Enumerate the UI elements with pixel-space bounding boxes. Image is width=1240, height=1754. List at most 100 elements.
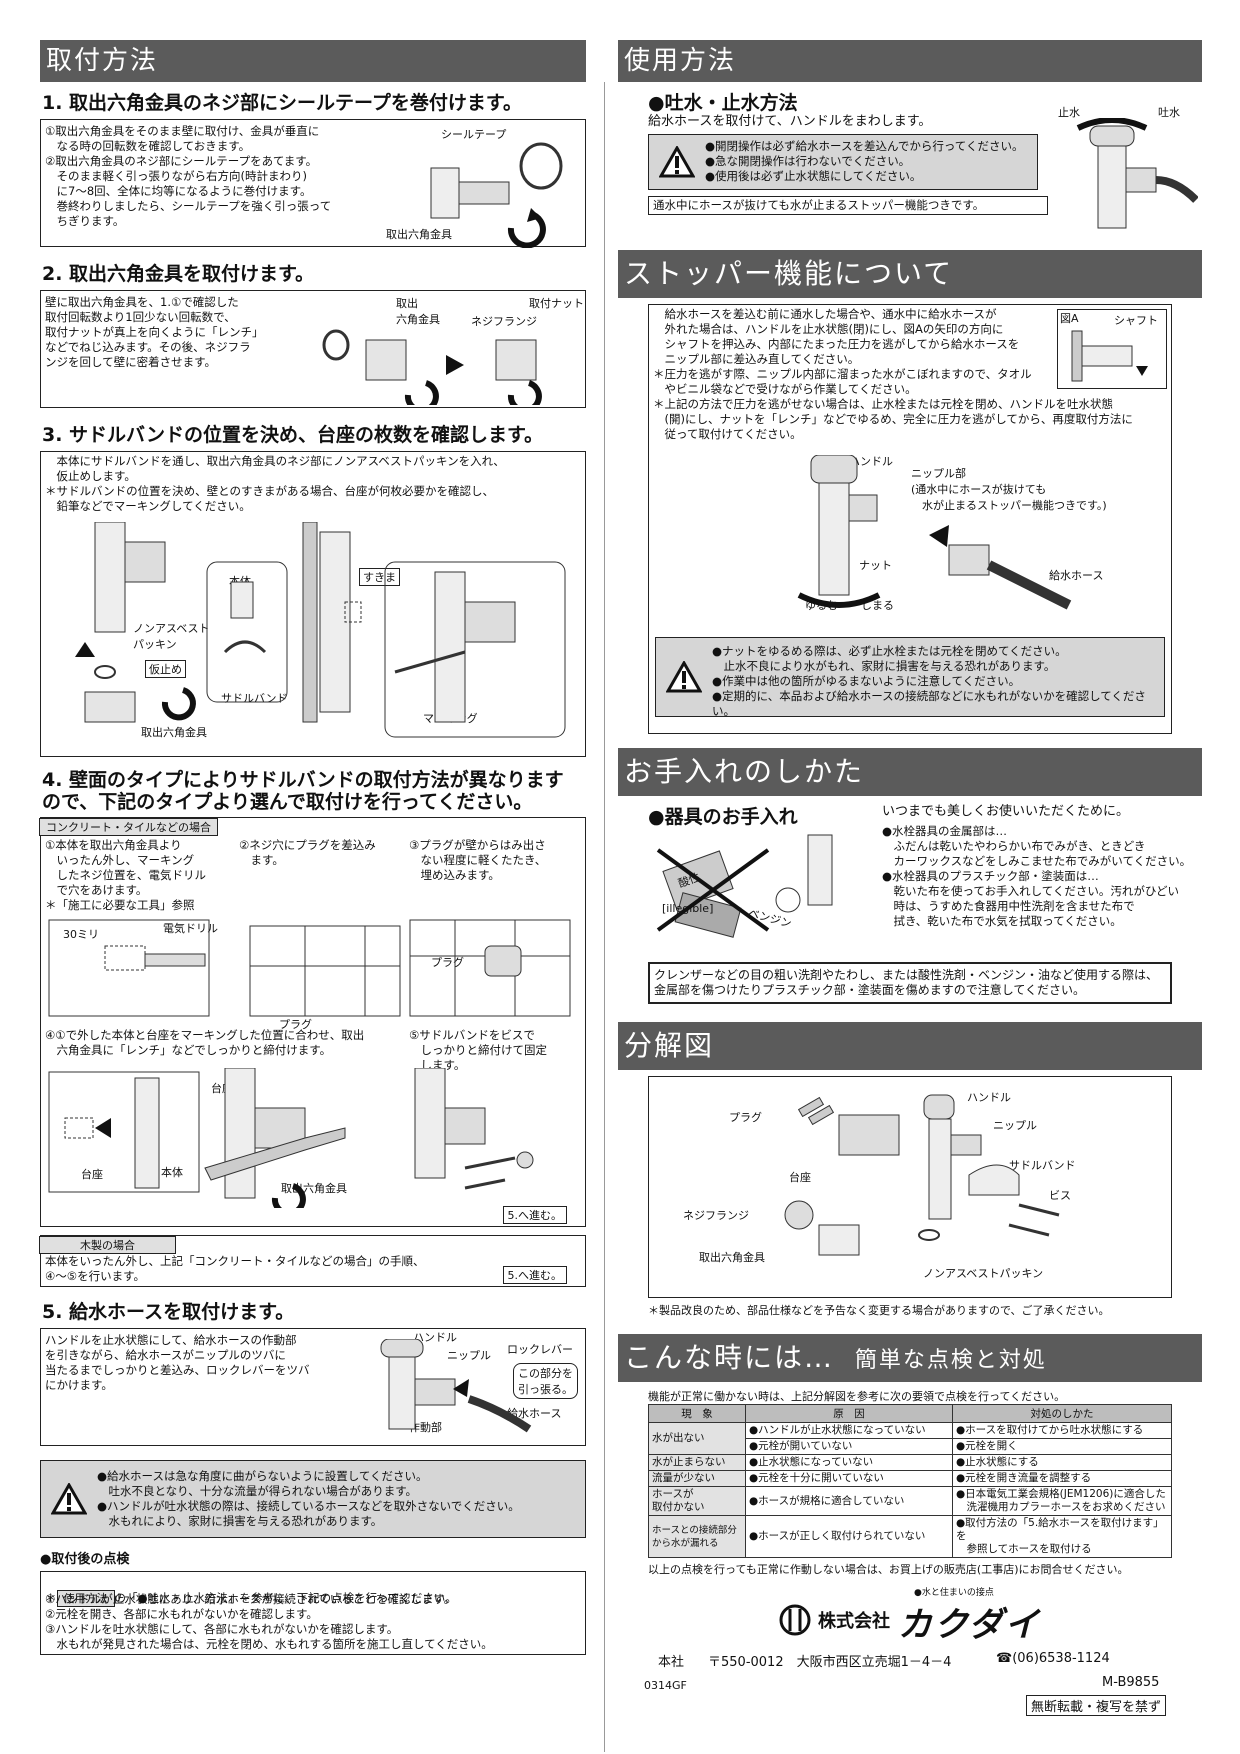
left-warning-line: ●ハンドルが吐水状態の際は、接続しているホースなどを取外さないでください。 xyxy=(97,1499,520,1513)
care-section: ●器具のお手入れ いつまでも美しくお使いいただくために。 ●水栓器具の金属部は…… xyxy=(618,802,1202,962)
usage-warning-line: ●急な開閉操作は行わないでください。 xyxy=(705,154,911,168)
trouble-cell: ホースとの接続部分 から水が漏れる xyxy=(648,1515,746,1558)
step5-illustration xyxy=(380,1339,532,1433)
stopper-warning-line: ●定期的に、本品および給水ホースの接続部などに水もれがないかを確認してください。 xyxy=(712,689,1146,718)
step3-title: 3. サドルバンドの位置を決め、台座の枚数を確認します。 xyxy=(42,424,544,446)
trouble-cell: ●取付方法の「5.給水ホースを取付けます」を 参照してホースを取付ける xyxy=(952,1515,1172,1558)
step5-label-nipple: ニップル xyxy=(447,1349,491,1362)
step5-title: 5. 給水ホースを取付けます。 xyxy=(42,1301,295,1323)
step3-label-gap: すきま xyxy=(359,568,400,586)
usage-note: 通水中にホースが抜けても水が止まるストッパー機能つきです。 xyxy=(648,196,1048,215)
parts-illustration xyxy=(784,1094,1060,1256)
step1-illustration xyxy=(430,142,563,248)
table-row: ホースとの接続部分 から水が漏れる ●ホースが正しく取付けられていない ●取付方… xyxy=(648,1515,1172,1558)
usage-subtitle: ●吐水・止水方法 xyxy=(648,92,798,114)
step2-label-flange: ネジフランジ xyxy=(471,315,537,328)
company-footer: ●水と住まいの接点 株式会社 カクダイ 本社 〒550-0012 大阪市西区立売… xyxy=(618,1581,1202,1731)
table-row: ●元栓が開いていない ●元栓を開く xyxy=(649,1438,1172,1455)
trouble-footer: 以上の点検を行っても正常に作動しない場合は、お買上げの販売店(工事店)にお問合せ… xyxy=(648,1563,1129,1576)
step4-title: 4. 壁面のタイプによりサドルバンドの取付方法が異なります ので、下記のタイプよ… xyxy=(42,769,564,813)
company-address-label: 本社 xyxy=(658,1655,685,1670)
parts-label-base: 台座 xyxy=(789,1171,811,1184)
usage-label-flow: 吐水 xyxy=(1158,106,1180,119)
left-warning-box: ●給水ホースは急な角度に曲がらないように設置してください。 吐水不良となり、十分… xyxy=(40,1460,586,1538)
usage-warning-box: ●開閉操作は必ず給水ホースを差込んでから行ってください。 ●急な開閉操作は行わな… xyxy=(648,134,1038,190)
step4-c5: ⑤サドルバンドをビスで しっかりと締付けて固定 します。 xyxy=(409,1028,547,1072)
stopper-figure-a: 図A シャフト xyxy=(1057,309,1167,389)
warning-icon xyxy=(659,146,695,178)
trouble-table: 現 象 原 因 対処のしかた 水が出ない ●ハンドルが止水状態になっていない ●… xyxy=(648,1404,1172,1558)
step4-concrete-box: コンクリート・タイルなどの場合 ①本体を取出六角金具より いったん外し、マーキン… xyxy=(39,817,586,1227)
care-img-label-other: [illegible] xyxy=(662,902,714,915)
check-title: ●取付後の点検 xyxy=(40,1552,130,1567)
trouble-cell: 流量が少ない xyxy=(648,1470,746,1487)
left-column: 取付方法 1. 取出六角金具のネジ部にシールテープを巻付けます。 ①取出六角金具… xyxy=(39,0,586,1655)
parts-note: ＊製品改良のため、部品仕様などを予告なく変更する場合がありますので、ご了承くださ… xyxy=(648,1304,1110,1317)
step4-next2: 5.へ進む。 xyxy=(502,1266,567,1284)
trouble-cell: ●元栓が開いていない xyxy=(745,1438,953,1455)
table-row: 水が出ない ●ハンドルが止水状態になっていない ●ホースを取付けてから吐水状態に… xyxy=(648,1422,1172,1455)
care-items: ●水栓器具の金属部は… ふだんは乾いたやわらかい布でみがき、ときどき カーワック… xyxy=(882,824,1192,928)
step3-label-tempfix: 仮止め xyxy=(145,660,186,678)
step5-label-handle: ハンドル xyxy=(413,1331,457,1344)
step2-title: 2. 取出六角金具を取付けます。 xyxy=(42,263,315,285)
trouble-cell: 水が出ない xyxy=(648,1422,746,1455)
step5-label-pull: この部分を 引っ張る。 xyxy=(513,1363,578,1399)
step5-text: ハンドルを止水状態にして、給水ホースの作動部 を引きながら、給水ホースがニップル… xyxy=(45,1333,310,1392)
step2-illustration xyxy=(322,329,542,405)
trouble-cell: ●ホースが正しく取付けられていない xyxy=(745,1515,953,1558)
step4-label-30mm: 30ミリ xyxy=(63,928,99,941)
figure-a-shaft-label: シャフト xyxy=(1114,314,1158,327)
trouble-cell: ●元栓を開く xyxy=(952,1438,1172,1455)
step2-label-nut: 取付ナット xyxy=(529,297,584,310)
stopper-label-nut: ナット xyxy=(859,559,892,572)
care-subtitle: ●器具のお手入れ xyxy=(648,806,798,828)
trouble-cell: ●元栓を十分に開いていない xyxy=(745,1470,953,1487)
usage-section: ●吐水・止水方法 給水ホースを取付けて、ハンドルをまわします。 ●開閉操作は必ず… xyxy=(618,88,1202,238)
company-code-right: M-B9855 xyxy=(1102,1675,1160,1690)
trouble-cell: ●止水状態になっていない xyxy=(745,1454,953,1471)
step4-bottom-illustrations xyxy=(48,1068,534,1208)
stopper-warning-line: 止水不良により水がもれ、家財に損害を与える恐れがあります。 xyxy=(712,659,1056,673)
parts-label-flange: ネジフランジ xyxy=(683,1209,749,1222)
check-items: ①ハンドルが止水状態にあり、給水ホースが接続されていることを確認します。 ②元栓… xyxy=(45,1592,493,1651)
trouble-cell: ホースが 取付かない xyxy=(648,1486,746,1516)
company-address: 〒550-0012 大阪市西区立売堀1－4－4 xyxy=(708,1655,952,1670)
table-row: 流量が少ない ●元栓を十分に開いていない ●元栓を開き流量を調整する xyxy=(648,1470,1172,1487)
step1-box: ①取出六角金具をそのまま壁に取付け、金具が垂直に なる時の回転数を確認しておきま… xyxy=(40,119,586,248)
trouble-cell: ●元栓を開き流量を調整する xyxy=(952,1470,1172,1487)
step4-label-plug1: プラグ xyxy=(279,1018,312,1031)
step2-label-fitting: 取出 六角金具 xyxy=(396,297,440,326)
parts-label-nipple: ニップル xyxy=(993,1119,1037,1132)
figure-a-label: 図A xyxy=(1060,312,1079,325)
step2-text: 壁に取出六角金具を、1.①で確認した 取付回転数より1回少ない回転数で、 取付ナ… xyxy=(45,295,264,369)
right-column: 使用方法 ●吐水・止水方法 給水ホースを取付けて、ハンドルをまわします。 ●開閉… xyxy=(618,0,1202,1731)
parts-label-plug: プラグ xyxy=(729,1111,762,1124)
check-lead: ＊使用方法の「●吐水・止水方法」を参考に、下記の点検を行ってください。 xyxy=(45,1575,457,1607)
check-lead-post: の「●吐水・止水方法」を参考に、下記の点検を行ってください。 xyxy=(114,1591,457,1605)
stopper-label-handle: ハンドル xyxy=(849,455,893,468)
step4-label-plug2: プラグ xyxy=(431,956,464,969)
usage-text: 給水ホースを取付けて、ハンドルをまわします。 xyxy=(648,114,932,129)
company-phone-number: (06)6538-1124 xyxy=(1012,1651,1110,1666)
step4-wood-box: 木製の場合 本体をいったん外し、上記「コンクリート・タイルなどの場合」の手順、 … xyxy=(39,1235,586,1287)
step4-c4: ④①で外した本体と台座をマーキングした位置に合わせ、取出 六角金具に「レンチ」な… xyxy=(45,1028,365,1057)
parts-label-fitting: 取出六角金具 xyxy=(699,1251,765,1264)
left-warning-line: ●給水ホースは急な角度に曲がらないように設置してください。 xyxy=(97,1469,428,1483)
step5-label-actuator: 作動部 xyxy=(409,1421,442,1434)
stopper-warning-line: ●ナットをゆるめる際は、必ず止水栓または元栓を閉めてください。 xyxy=(712,644,1067,658)
company-code-left: 0314GF xyxy=(644,1679,687,1692)
trouble-cell: 水が止まらない xyxy=(648,1454,746,1471)
table-row: ホースが 取付かない ●ホースが規格に適合していない ●日本電気工業会規格(JE… xyxy=(648,1486,1172,1516)
usage-illustration xyxy=(1076,118,1198,229)
company-copyright: 無断転載・複写を禁ず xyxy=(1026,1695,1167,1716)
section-header-usage: 使用方法 xyxy=(618,40,1202,82)
section-header-care: お手入れのしかた xyxy=(618,748,1202,796)
company-phone: ☎(06)6538-1124 xyxy=(996,1651,1110,1666)
section-header-installation: 取付方法 xyxy=(40,40,586,82)
trouble-subtitle: 簡単な点検と対処 xyxy=(854,1348,1047,1373)
parts-label-handle: ハンドル xyxy=(967,1091,1011,1104)
step5-label-hose: 給水ホース xyxy=(507,1407,562,1420)
step4-top-illustrations xyxy=(48,919,571,1017)
step2-box: 壁に取出六角金具を、1.①で確認した 取付回転数より1回少ない回転数で、 取付ナ… xyxy=(40,290,586,408)
